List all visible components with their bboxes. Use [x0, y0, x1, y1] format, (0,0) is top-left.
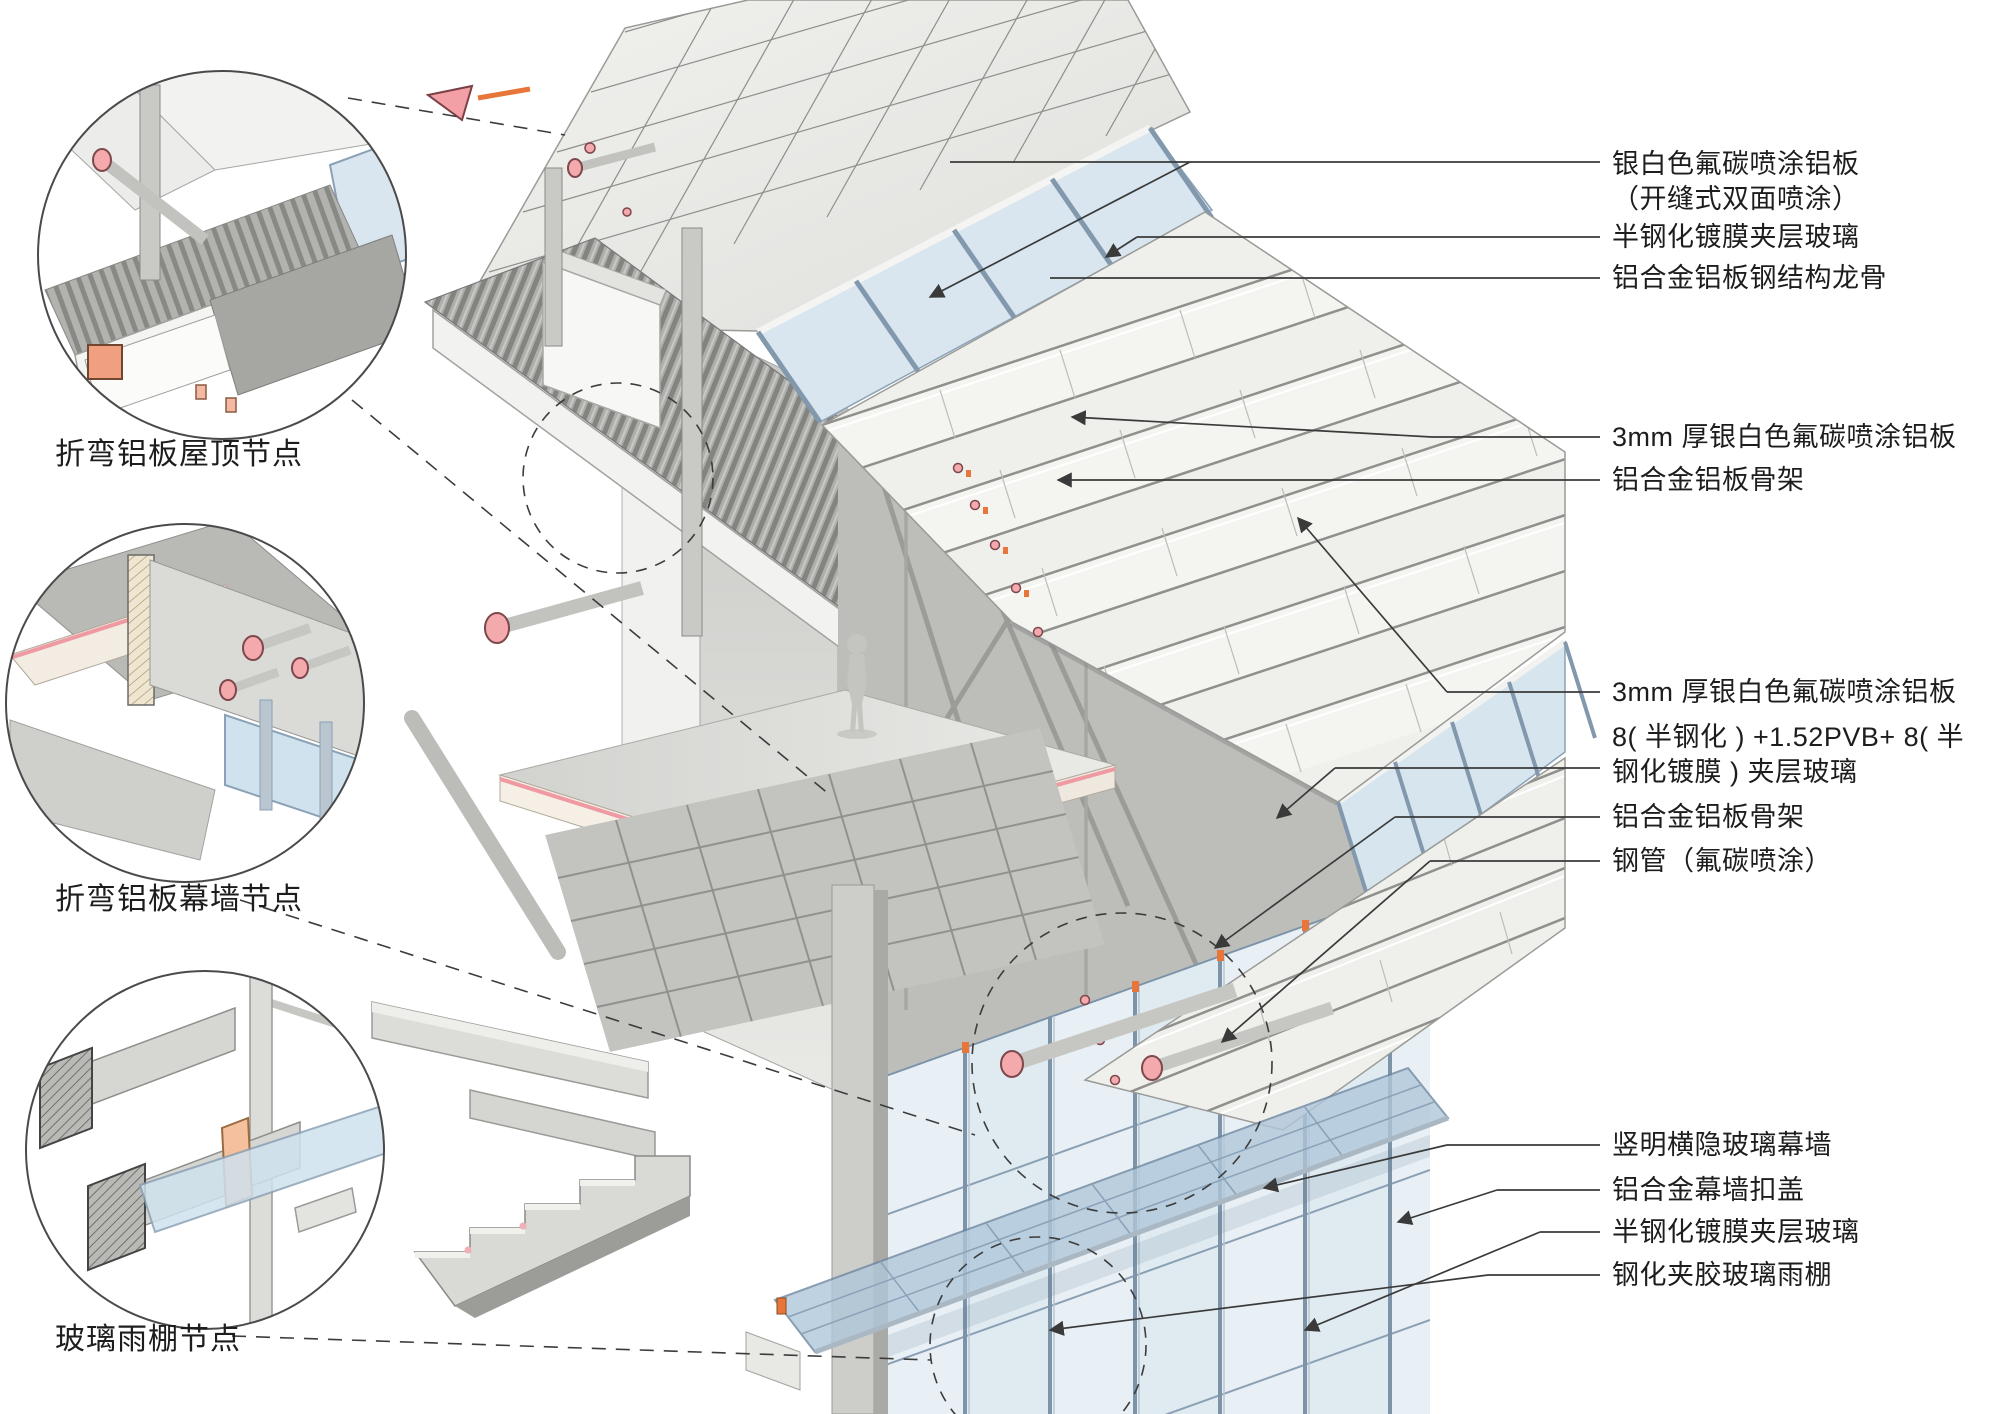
annotation-clerestory-glass: 半钢化镀膜夹层玻璃	[1612, 220, 1860, 255]
laminated-glass-band	[1336, 639, 1597, 900]
dashed-circle-roof-node	[522, 382, 714, 574]
annotation-line: 竖明横隐玻璃幕墙	[1612, 1130, 1832, 1160]
detail-circle-roof-node	[37, 70, 407, 440]
leader-lines	[928, 161, 1600, 1336]
annotation-line: 3mm 厚银白色氟碳喷涂铝板	[1612, 422, 1957, 452]
annotation-line: 钢化夹胶玻璃雨棚	[1612, 1260, 1832, 1290]
panel-connection-pins	[952, 462, 1121, 1086]
annotation-curtain-wall: 竖明横隐玻璃幕墙	[1612, 1128, 1832, 1163]
annotation-mullion-cap: 铝合金幕墙扣盖	[1612, 1173, 1805, 1208]
roof-edge-gutter-accent	[425, 84, 632, 217]
dashed-circle-canopy-node	[929, 1236, 1147, 1414]
annotation-3mm-plate-lower: 3mm 厚银白色氟碳喷涂铝板	[1612, 675, 1957, 710]
callout-label-roof-node: 折弯铝板屋顶节点	[55, 438, 303, 471]
dashed-circle-wall-node	[971, 912, 1273, 1214]
dashed-callout-links	[231, 97, 976, 1361]
dashed-highlight-circles	[522, 382, 1273, 1414]
stairs	[413, 1155, 691, 1318]
annotation-steel-pipe: 钢管（氟碳喷涂）	[1612, 844, 1832, 879]
annotation-plate-frame-lower: 铝合金铝板骨架	[1612, 800, 1805, 835]
annotation-line: 铝合金幕墙扣盖	[1612, 1175, 1805, 1205]
detail-circle-wall-node	[5, 523, 365, 883]
annotation-plate-frame-upper: 铝合金铝板骨架	[1612, 463, 1805, 498]
detail-circle-canopy-node	[25, 970, 385, 1330]
annotation-canopy-glass: 钢化夹胶玻璃雨棚	[1612, 1258, 1832, 1293]
annotation-line: 半钢化镀膜夹层玻璃	[1612, 1217, 1860, 1247]
section-cut-piece	[745, 1331, 801, 1391]
annotation-roof-plate: 银白色氟碳喷涂铝板 （开缝式双面喷涂）	[1612, 147, 1860, 217]
steel-pipe	[1000, 982, 1335, 1081]
annotation-coated-glass: 半钢化镀膜夹层玻璃	[1612, 1215, 1860, 1250]
annotation-line: 铝合金铝板钢结构龙骨	[1612, 263, 1887, 293]
floating-beam-1	[371, 1001, 649, 1099]
roof-aluminum-plate	[453, 0, 1192, 332]
floating-beam-2	[469, 1089, 656, 1161]
callout-label-wall-node: 折弯铝板幕墙节点	[55, 883, 303, 916]
annotation-3mm-plate-upper: 3mm 厚银白色氟碳喷涂铝板	[1612, 420, 1957, 455]
callout-label-canopy-node: 玻璃雨棚节点	[55, 1323, 241, 1356]
annotation-line: 8( 半钢化 ) +1.52PVB+ 8( 半	[1612, 722, 1965, 752]
annotation-line: 铝合金铝板骨架	[1612, 465, 1805, 495]
human-figure	[837, 634, 877, 739]
clerestory-glass-band	[755, 124, 1215, 424]
annotation-steel-keel: 铝合金铝板钢结构龙骨	[1612, 261, 1887, 296]
annotation-line: 半钢化镀膜夹层玻璃	[1612, 222, 1860, 252]
annotation-line: 铝合金铝板骨架	[1612, 802, 1805, 832]
annotation-line: 钢管（氟碳喷涂）	[1612, 846, 1832, 876]
annotation-line: 3mm 厚银白色氟碳喷涂铝板	[1612, 677, 1957, 707]
annotation-laminated-glass: 8( 半钢化 ) +1.52PVB+ 8( 半 钢化镀膜 ) 夹层玻璃	[1612, 720, 1964, 790]
glass-canopy	[773, 1066, 1450, 1355]
annotation-line: （开缝式双面喷涂）	[1612, 184, 1860, 214]
annotation-line: 钢化镀膜 ) 夹层玻璃	[1612, 757, 1858, 787]
annotation-line: 银白色氟碳喷涂铝板	[1612, 149, 1860, 179]
